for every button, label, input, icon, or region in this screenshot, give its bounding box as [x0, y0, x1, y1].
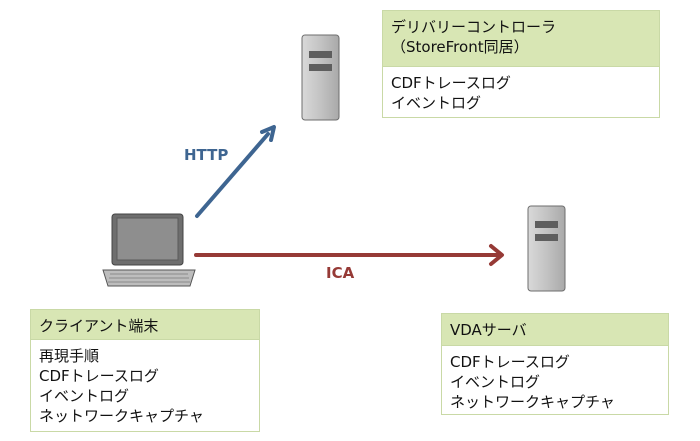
delivery-controller-box: デリバリーコントローラ （StoreFront同居） CDFトレースログ イベン…: [382, 10, 660, 118]
list-item: 再現手順: [39, 347, 100, 365]
vda-box: VDAサーバ CDFトレースログ イベントログ ネットワークキャプチャ: [441, 313, 669, 415]
ica-arrow: [194, 244, 504, 266]
list-item: ネットワークキャプチャ: [39, 407, 204, 425]
list-item: イベントログ: [450, 373, 541, 391]
delivery-controller-header: デリバリーコントローラ （StoreFront同居）: [383, 11, 659, 67]
http-label: HTTP: [184, 146, 229, 164]
vda-server-icon: [527, 205, 566, 292]
delivery-controller-title: デリバリーコントローラ: [391, 18, 557, 36]
list-item: CDFトレースログ: [39, 367, 159, 385]
client-box: クライアント端末 再現手順 CDFトレースログ イベントログ ネットワークキャプ…: [30, 309, 260, 432]
http-arrow: [195, 125, 276, 218]
list-item: イベントログ: [39, 387, 130, 405]
vda-header: VDAサーバ: [442, 314, 668, 346]
delivery-controller-server-icon: [301, 34, 340, 121]
client-header: クライアント端末: [31, 310, 259, 340]
list-item: CDFトレースログ: [450, 353, 570, 371]
delivery-controller-item-list: CDFトレースログ イベントログ: [383, 67, 659, 119]
ica-label: ICA: [326, 264, 355, 282]
vda-item-list: CDFトレースログ イベントログ ネットワークキャプチャ: [442, 346, 668, 418]
client-item-list: 再現手順 CDFトレースログ イベントログ ネットワークキャプチャ: [31, 340, 259, 432]
list-item: CDFトレースログ: [391, 74, 511, 92]
laptop-icon: [102, 213, 196, 287]
delivery-controller-subtitle: （StoreFront同居）: [391, 38, 529, 56]
list-item: ネットワークキャプチャ: [450, 393, 615, 411]
list-item: イベントログ: [391, 94, 482, 112]
